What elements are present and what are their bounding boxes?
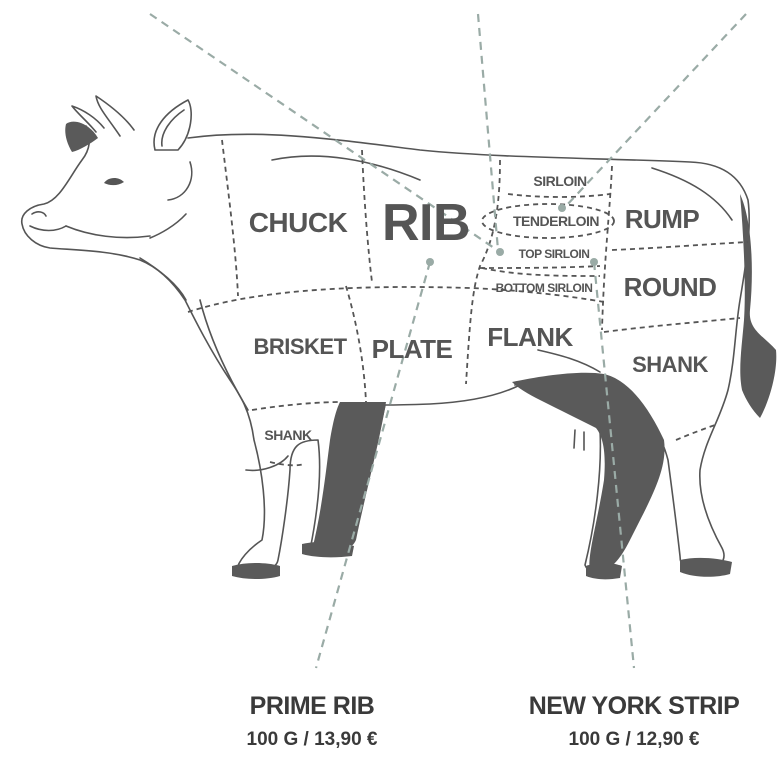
hind-leg-fill [512,373,665,576]
divider-loin-rump [602,166,612,330]
cow-eye [104,178,124,185]
cow-neck-fold [168,162,192,200]
cow-jaw [66,226,150,238]
label-bottom-sirloin: BOTTOM SIRLOIN [496,281,593,295]
prime-rib-price: 100 G / 13,90 € [212,729,412,751]
front-leg-fill [312,402,386,553]
cow-ear-inner [162,110,184,146]
dot-tenderloin [558,204,566,212]
new-york-strip-name: NEW YORK STRIP [510,692,758,721]
divider-chuck-rib [362,150,372,282]
dot-new-york-strip [590,258,598,266]
label-tenderloin: TENDERLOIN [513,213,599,229]
cow-ear-left-fill [65,122,98,152]
new-york-strip-price: 100 G / 12,90 € [510,729,758,751]
label-shank-hind: SHANK [632,352,708,377]
leader-top-right [566,14,746,206]
price-prime-rib: PRIME RIB 100 G / 13,90 € [212,692,412,751]
label-brisket: BRISKET [253,334,347,359]
hoof-hind-left [586,563,622,579]
label-flank: FLANK [487,322,573,352]
tail-fill [740,194,776,418]
cow-shoulder-line [200,300,248,410]
divider-sirloin-top [508,194,610,197]
cow-back-wrinkle [272,156,420,180]
price-new-york-strip: NEW YORK STRIP 100 G / 12,90 € [510,692,758,751]
label-plate: PLATE [372,334,453,364]
divider-round-shank [604,318,740,332]
dot-top-sirloin [496,248,504,256]
dot-prime-rib [426,258,434,266]
label-round: ROUND [624,272,717,302]
divider-bottom-sirloin-top [482,268,600,276]
cow-dewlap [140,258,186,300]
label-top-sirloin: TOP SIRLOIN [519,247,590,261]
divider-sirloin-bottom [480,266,600,268]
hoof-hind-right [680,558,732,577]
label-sirloin: SIRLOIN [533,173,587,189]
cow-ear-right [154,100,191,150]
label-rump: RUMP [625,204,700,234]
label-chuck: CHUCK [249,207,348,238]
cow-nostril [32,212,46,216]
divider-brisket-plate [346,286,366,402]
cow-flank-curve [538,350,600,372]
divider-chuck-neck [222,140,238,296]
label-rib: RIB [382,194,470,252]
cow-neck-crease [150,214,186,238]
leader-top-mid [478,14,498,250]
cow-horn-right [96,96,134,136]
hoof-front-left [232,563,280,579]
label-shank-fore: SHANK [264,427,312,443]
cow-elbow [246,456,288,470]
cut-dividers [188,140,748,465]
cow-mouth [30,226,66,231]
prime-rib-name: PRIME RIB [212,692,412,721]
divider-rump-round [612,242,748,250]
divider-foreshank [252,402,340,410]
